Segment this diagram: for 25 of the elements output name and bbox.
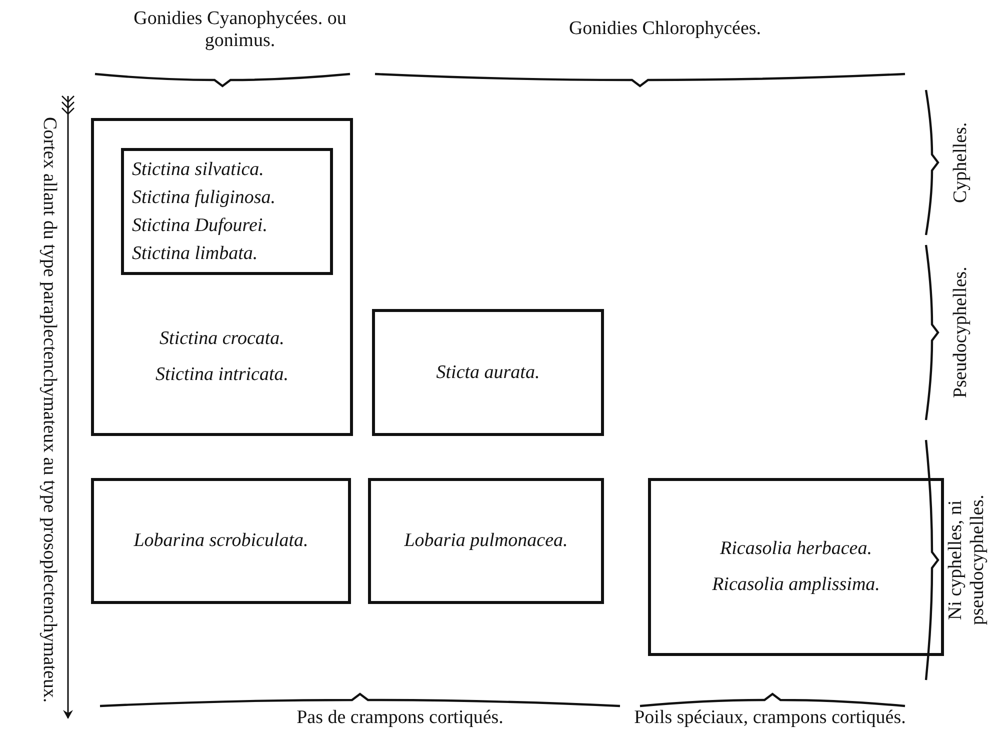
species-name: Ricasolia amplissima.	[712, 573, 880, 597]
species-name: Ricasolia herbacea.	[720, 537, 872, 561]
species-name: Stictina silvatica.	[132, 158, 264, 182]
species-name: Stictina limbata.	[132, 242, 258, 266]
species-name: Stictina intricata.	[156, 363, 288, 387]
species-box	[368, 478, 604, 604]
column-footer: Pas de crampons cortiqués.	[270, 707, 530, 729]
species-box	[91, 478, 351, 604]
row-label: Ni cyphelles, ni pseudocyphelles.	[945, 494, 989, 628]
species-name: Stictina Dufourei.	[132, 214, 268, 238]
species-name: Stictina crocata.	[160, 327, 284, 351]
species-box	[648, 478, 944, 656]
axis-label: Cortex allant du type paraplectenchymateux au type prosoplectenchymateux.	[38, 116, 60, 705]
column-heading: Gonidies Cyanophycées. ou gonimus.	[132, 8, 348, 52]
species-name: Stictina fuliginosa.	[132, 186, 276, 210]
species-name: Lobaria pulmonacea.	[404, 529, 568, 553]
row-label: Pseudocyphelles.	[950, 266, 972, 400]
column-heading: Gonidies Chlorophycées.	[568, 18, 762, 40]
column-footer: Poils spéciaux, crampons cortiqués.	[600, 707, 940, 729]
species-name: Sticta aurata.	[436, 360, 540, 384]
species-box	[121, 148, 333, 275]
species-box	[91, 118, 353, 436]
row-label: Cyphelles.	[950, 121, 972, 205]
species-box	[372, 309, 604, 436]
species-name: Lobarina scrobiculata.	[134, 529, 308, 553]
